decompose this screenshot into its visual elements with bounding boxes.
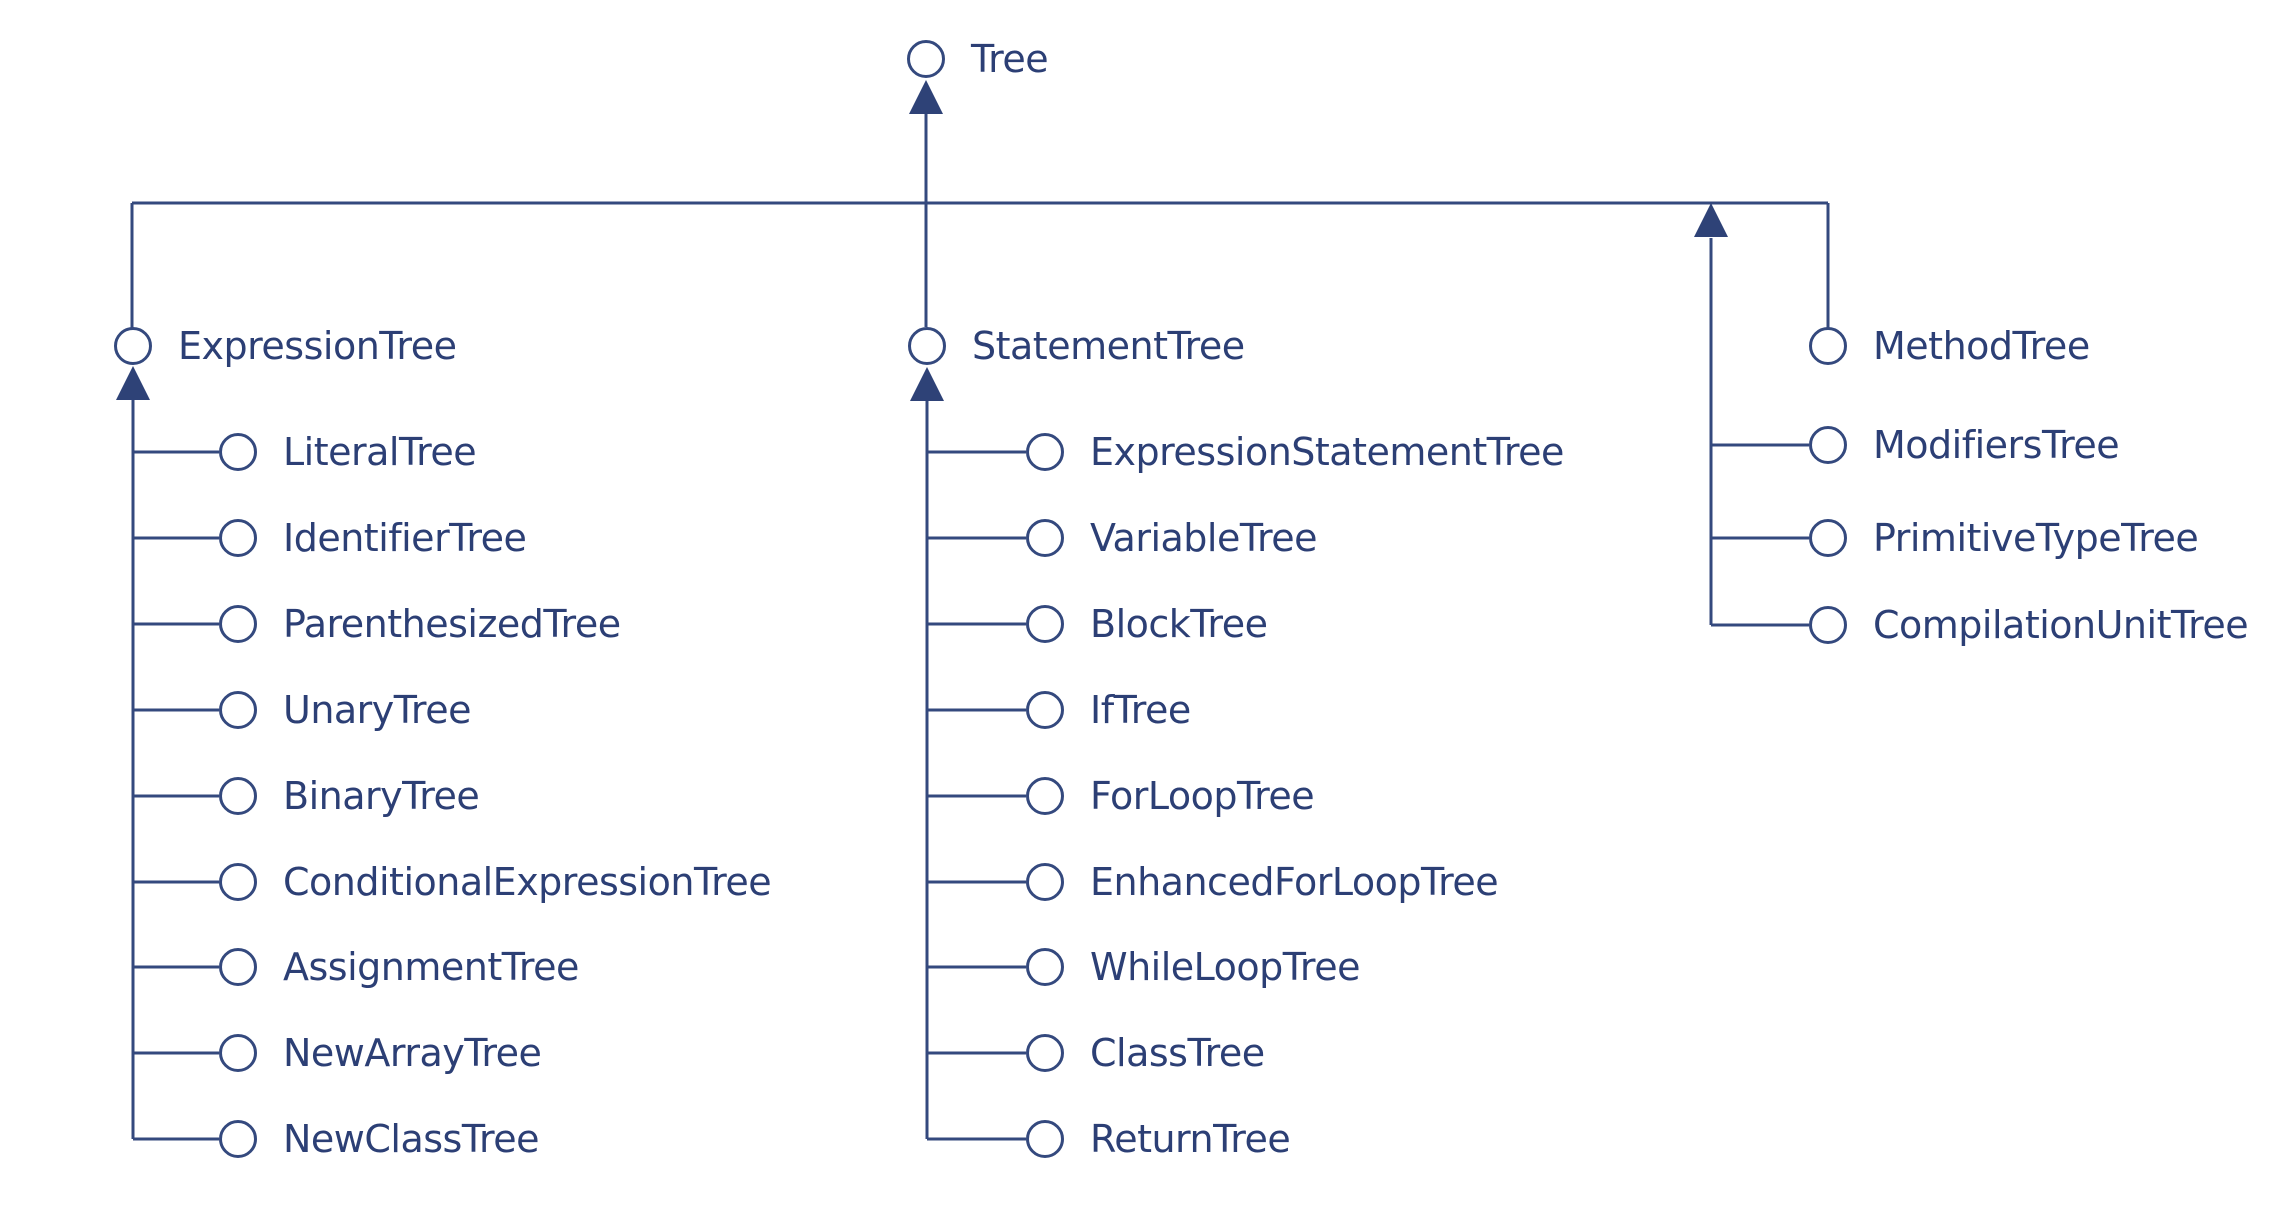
node-circle (219, 948, 257, 986)
node-method-tree: MethodTree (1809, 327, 2090, 365)
node-label: ReturnTree (1090, 1117, 1291, 1161)
node-circle (219, 777, 257, 815)
node-label: VariableTree (1090, 516, 1318, 560)
node-enhanced-for-loop-tree: EnhancedForLoopTree (1026, 860, 1499, 904)
node-label: ParenthesizedTree (283, 602, 621, 646)
node-circle (1026, 777, 1064, 815)
node-circle (1026, 1120, 1064, 1158)
node-label: IfTree (1090, 688, 1191, 732)
node-expression-tree: ExpressionTree (114, 324, 457, 368)
node-circle (1026, 948, 1064, 986)
node-circle (219, 691, 257, 729)
arrowhead-to-statementtree (910, 367, 944, 401)
node-circle (1809, 519, 1847, 557)
node-literal-tree: LiteralTree (219, 430, 477, 474)
node-label: ExpressionTree (178, 324, 457, 368)
node-circle (219, 1034, 257, 1072)
node-circle (114, 327, 152, 365)
node-compilation-unit-tree: CompilationUnitTree (1809, 603, 2249, 647)
node-label: LiteralTree (283, 430, 477, 474)
node-circle (1026, 433, 1064, 471)
node-circle (1026, 1034, 1064, 1072)
node-label: BlockTree (1090, 602, 1268, 646)
node-label: UnaryTree (283, 688, 471, 732)
node-new-array-tree: NewArrayTree (219, 1031, 542, 1075)
node-new-class-tree: NewClassTree (219, 1117, 540, 1161)
node-label: ClassTree (1090, 1031, 1265, 1075)
node-expression-statement-tree: ExpressionStatementTree (1026, 433, 1564, 471)
node-circle (219, 1120, 257, 1158)
node-circle (1809, 327, 1847, 365)
node-label: MethodTree (1873, 324, 2090, 368)
arrowhead-to-spine-right (1694, 203, 1728, 237)
node-circle (1026, 691, 1064, 729)
node-parenthesized-tree: ParenthesizedTree (219, 605, 621, 643)
node-label: ForLoopTree (1090, 774, 1315, 818)
node-primitive-type-tree: PrimitiveTypeTree (1809, 516, 2199, 560)
node-label: NewClassTree (283, 1117, 540, 1161)
node-label: ConditionalExpressionTree (283, 860, 772, 904)
node-while-loop-tree: WhileLoopTree (1026, 948, 1360, 986)
node-label: AssignmentTree (283, 945, 579, 989)
node-for-loop-tree: ForLoopTree (1026, 774, 1315, 818)
node-circle (908, 327, 946, 365)
node-tree-circle (907, 40, 945, 78)
node-variable-tree: VariableTree (1026, 516, 1318, 560)
node-label: ExpressionStatementTree (1090, 430, 1564, 474)
node-label: EnhancedForLoopTree (1090, 860, 1499, 904)
node-tree-label: Tree (971, 37, 1049, 81)
node-circle (219, 433, 257, 471)
node-circle (219, 519, 257, 557)
node-circle (1809, 606, 1847, 644)
node-binary-tree: BinaryTree (219, 774, 480, 818)
node-unary-tree: UnaryTree (219, 691, 471, 729)
node-label: WhileLoopTree (1090, 945, 1360, 989)
arrowhead-to-tree (909, 80, 943, 114)
node-label: ModifiersTree (1873, 423, 2120, 467)
node-if-tree: IfTree (1026, 691, 1191, 729)
node-conditional-expression-tree: ConditionalExpressionTree (219, 860, 772, 904)
node-return-tree: ReturnTree (1026, 1117, 1291, 1161)
node-label: BinaryTree (283, 774, 480, 818)
node-circle (1809, 426, 1847, 464)
node-label: PrimitiveTypeTree (1873, 516, 2199, 560)
node-label: IdentifierTree (283, 516, 527, 560)
node-identifier-tree: IdentifierTree (219, 516, 527, 560)
node-label: NewArrayTree (283, 1031, 542, 1075)
node-modifiers-tree: ModifiersTree (1809, 423, 2120, 467)
node-circle (219, 605, 257, 643)
edges-expression-children (133, 450, 219, 1141)
edges-method-column-children (1711, 443, 1809, 627)
node-statement-tree: StatementTree (908, 327, 1245, 365)
node-circle (1026, 519, 1064, 557)
node-class-tree: ClassTree (1026, 1034, 1265, 1072)
node-tree: Tree (907, 37, 1049, 81)
arrowhead-to-expressiontree (116, 366, 150, 400)
node-assignment-tree: AssignmentTree (219, 948, 579, 986)
node-block-tree: BlockTree (1026, 602, 1268, 646)
node-label: CompilationUnitTree (1873, 603, 2249, 647)
edges-statement-children (927, 450, 1026, 1141)
node-circle (1026, 605, 1064, 643)
node-label: StatementTree (972, 324, 1245, 368)
node-circle (219, 863, 257, 901)
node-circle (1026, 863, 1064, 901)
